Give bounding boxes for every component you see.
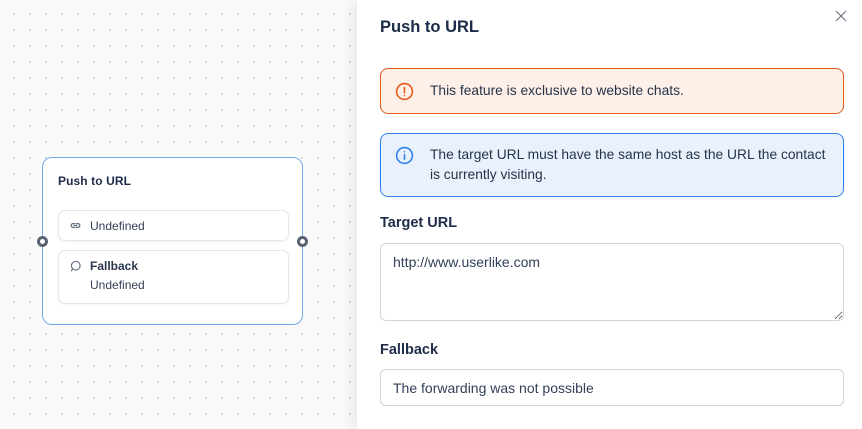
link-icon xyxy=(69,219,82,232)
node-input-handle[interactable] xyxy=(37,236,48,247)
node-output-handle[interactable] xyxy=(297,236,308,247)
close-icon[interactable] xyxy=(831,6,851,26)
info-circle-icon xyxy=(395,146,414,165)
node-target-url-row[interactable]: Undefined xyxy=(58,210,289,241)
node-fallback-value: Undefined xyxy=(90,278,145,292)
node-target-url-value: Undefined xyxy=(90,218,145,233)
exclamation-circle-icon xyxy=(395,82,414,101)
settings-panel: Push to URL This feature is exclusive to… xyxy=(357,0,862,429)
node-fallback-title: Fallback xyxy=(90,259,139,273)
warning-alert-text: This feature is exclusive to website cha… xyxy=(430,83,684,98)
info-alert: The target URL must have the same host a… xyxy=(380,133,844,197)
bubble-icon xyxy=(69,260,82,273)
target-url-input[interactable]: http://www.userlike.com xyxy=(380,243,844,321)
panel-title: Push to URL xyxy=(380,18,479,36)
info-alert-text: The target URL must have the same host a… xyxy=(430,147,826,182)
warning-alert: This feature is exclusive to website cha… xyxy=(380,68,844,114)
target-url-label: Target URL xyxy=(380,215,458,231)
node-title: Push to URL xyxy=(58,174,132,188)
fallback-input[interactable] xyxy=(380,369,844,406)
node-fallback-row[interactable]: Fallback Undefined xyxy=(58,250,289,304)
fallback-label: Fallback xyxy=(380,342,439,358)
push-to-url-node[interactable]: Push to URL Undefined xyxy=(37,157,308,325)
